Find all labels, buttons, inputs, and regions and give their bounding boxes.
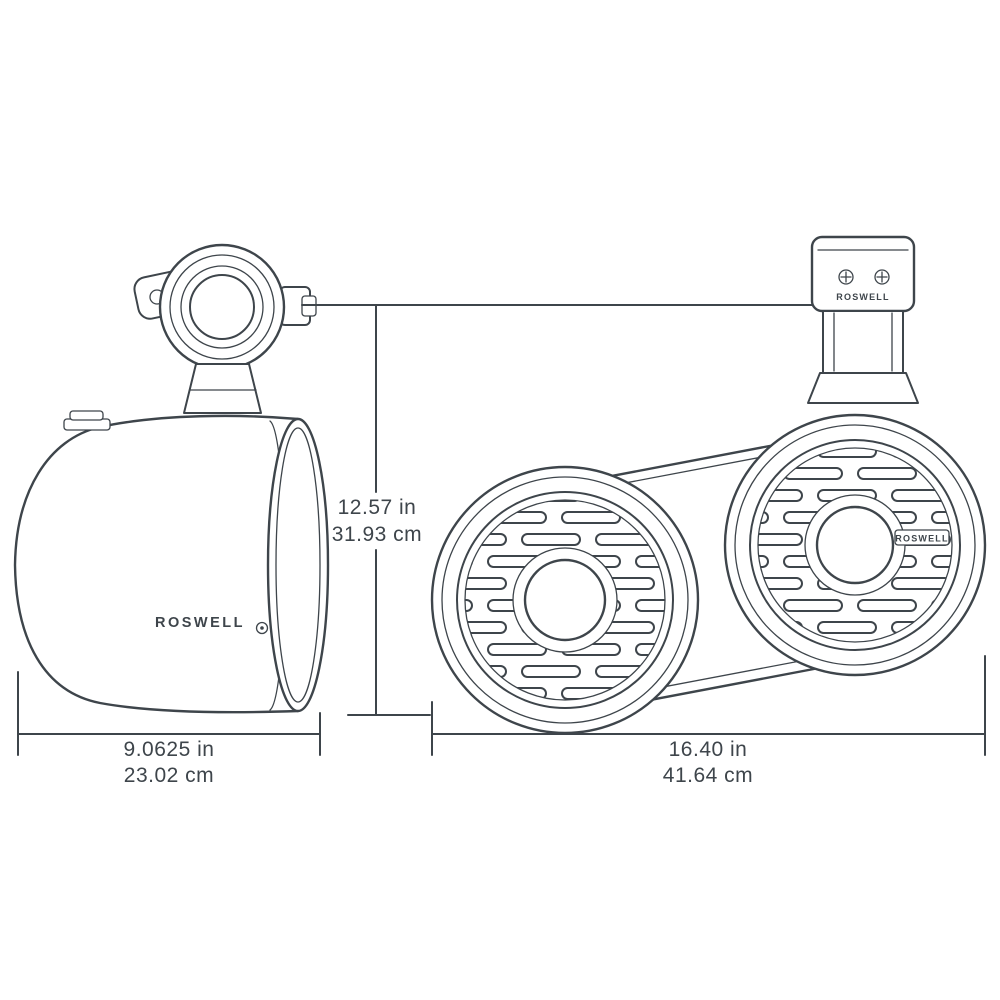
- front-view: ROSWELL: [430, 235, 987, 735]
- clamp-bore: [189, 274, 255, 340]
- depth-value-cm: 23.02 cm: [124, 764, 214, 787]
- side-clamp: [133, 243, 317, 371]
- left-speaker-hub: [512, 547, 618, 653]
- width-value-in: 16.40 in: [669, 738, 748, 761]
- right-speaker-grille-rim: [757, 447, 953, 643]
- left-speaker-flange: [456, 491, 674, 709]
- grille-brand-logo: ROSWELL: [895, 534, 948, 544]
- front-speaker-left: [430, 465, 700, 735]
- clamp-outer-ring: [158, 243, 286, 371]
- dimension-height: 12.57 in 31.93 cm: [301, 304, 813, 716]
- height-value-in: 12.57 in: [338, 496, 417, 519]
- clamp-ring-3: [180, 265, 264, 349]
- right-speaker-tweeter: [815, 505, 895, 585]
- grille-logo-plate: [894, 529, 950, 546]
- clamp-tube: [822, 310, 904, 374]
- side-body: ROSWELL: [13, 410, 330, 714]
- front-rim: [266, 417, 330, 713]
- left-speaker-tweeter: [523, 558, 607, 642]
- dimension-width: 16.40 in 41.64 cm: [431, 655, 986, 787]
- clamp-flare: [807, 372, 919, 404]
- height-value-cm: 31.93 cm: [332, 523, 422, 546]
- body-outline: [13, 414, 300, 714]
- clamp-bolt-right-cross: [876, 271, 888, 283]
- right-speaker-flange: [749, 439, 961, 651]
- right-speaker-ring: [734, 424, 976, 666]
- dimension-depth: 9.0625 in 23.02 cm: [17, 671, 321, 787]
- clamp-ring-2: [169, 254, 275, 360]
- body-bolt-dot: [260, 626, 264, 630]
- width-value-cm: 41.64 cm: [663, 764, 753, 787]
- left-speaker-ring: [441, 476, 689, 724]
- side-view: ROSWELL: [13, 243, 330, 714]
- body-knob-top: [69, 410, 104, 421]
- left-speaker-grille-rim: [464, 499, 666, 701]
- depth-value-in: 9.0625 in: [124, 738, 215, 761]
- side-neck: [183, 363, 262, 414]
- clamp-bolt-left-cross: [840, 271, 852, 283]
- front-clamp: ROSWELL: [807, 235, 919, 404]
- side-brand-logo: ROSWELL: [155, 615, 245, 631]
- side-grille: [275, 427, 321, 703]
- front-speaker-right: ROSWELL: [723, 413, 987, 677]
- right-speaker-hub: [804, 494, 906, 596]
- neck-body: [183, 363, 262, 414]
- clamp-brand-logo: ROSWELL: [836, 292, 889, 302]
